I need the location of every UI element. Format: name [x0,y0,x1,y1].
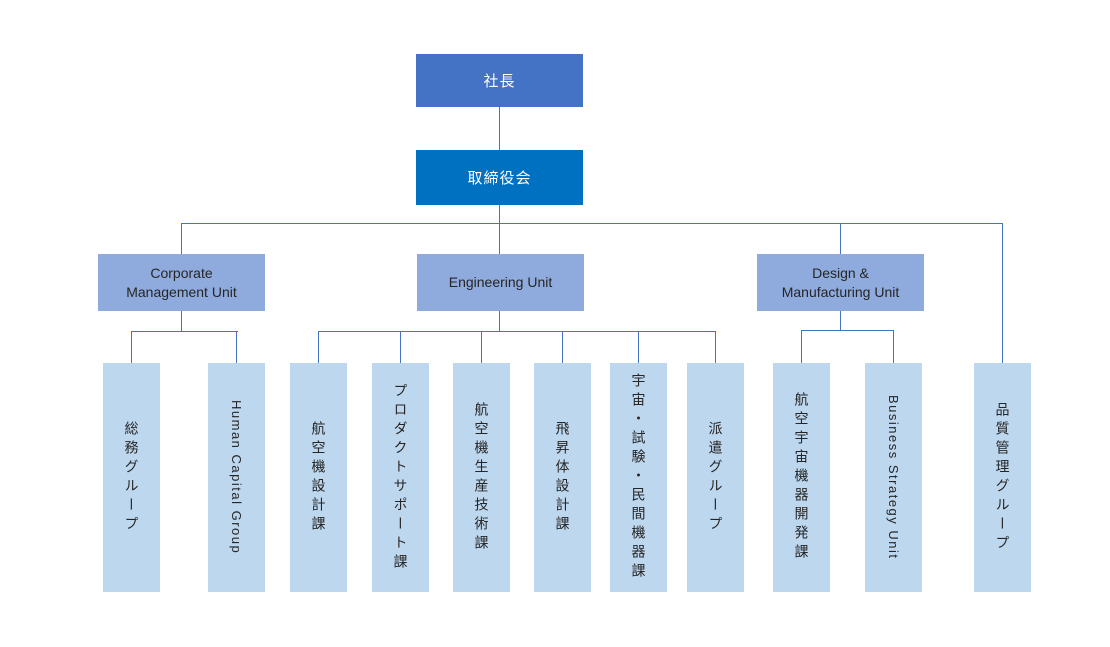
connector-drop-aircraft-production [481,331,482,363]
node-board-of-directors: 取締役会 [416,150,583,205]
unit-engineering: Engineering Unit [417,254,584,311]
dept-space-test-commercial-equipment: 宇宙・試験・民間機器課 [610,363,667,592]
connector-stub-corporate-management [181,311,182,331]
connector-drop-flying-vehicle-design [562,331,563,363]
connector-drop-human-capital [236,331,237,363]
connector-horizontal-engineering [318,331,716,332]
connector-board-engineering [499,205,500,255]
connector-stub-design-manufacturing [840,311,841,330]
dept-human-capital-group: Human Capital Group [208,363,265,592]
dept-aircraft-production-engineering: 航空機生産技術課 [453,363,510,592]
unit-corporate-management: Corporate Management Unit [98,254,265,311]
connector-drop-aerospace-equipment [801,330,802,363]
connector-stub-engineering [499,310,500,331]
connector-drop-dispatch-group [715,331,716,363]
connector-drop-space-test-commercial [638,331,639,363]
dept-business-strategy-unit: Business Strategy Unit [865,363,922,592]
dept-product-support: プロダクトサポート課 [372,363,429,592]
connector-drop-corporate-management [181,223,182,254]
connector-board-horizontal [181,223,1003,224]
connector-horizontal-design-manufacturing [801,330,894,331]
dept-flying-vehicle-design: 飛昇体設計課 [534,363,591,592]
dept-dispatch-group: 派遣グループ [687,363,744,592]
connector-drop-general-affairs [131,331,132,363]
connector-president-board [499,107,500,150]
unit-design-manufacturing: Design & Manufacturing Unit [757,254,924,311]
connector-drop-product-support [400,331,401,363]
dept-quality-control-group: 品質管理グループ [974,363,1031,592]
connector-horizontal-corporate-management [131,331,238,332]
connector-drop-design-manufacturing [840,223,841,254]
dept-aircraft-design: 航空機設計課 [290,363,347,592]
dept-aerospace-equipment-development: 航空宇宙機器開発課 [773,363,830,592]
connector-drop-aircraft-design [318,331,319,363]
dept-general-affairs-group: 総務グループ [103,363,160,592]
connector-drop-quality-control [1002,223,1003,363]
connector-drop-business-strategy [893,330,894,363]
node-president: 社長 [416,54,583,107]
